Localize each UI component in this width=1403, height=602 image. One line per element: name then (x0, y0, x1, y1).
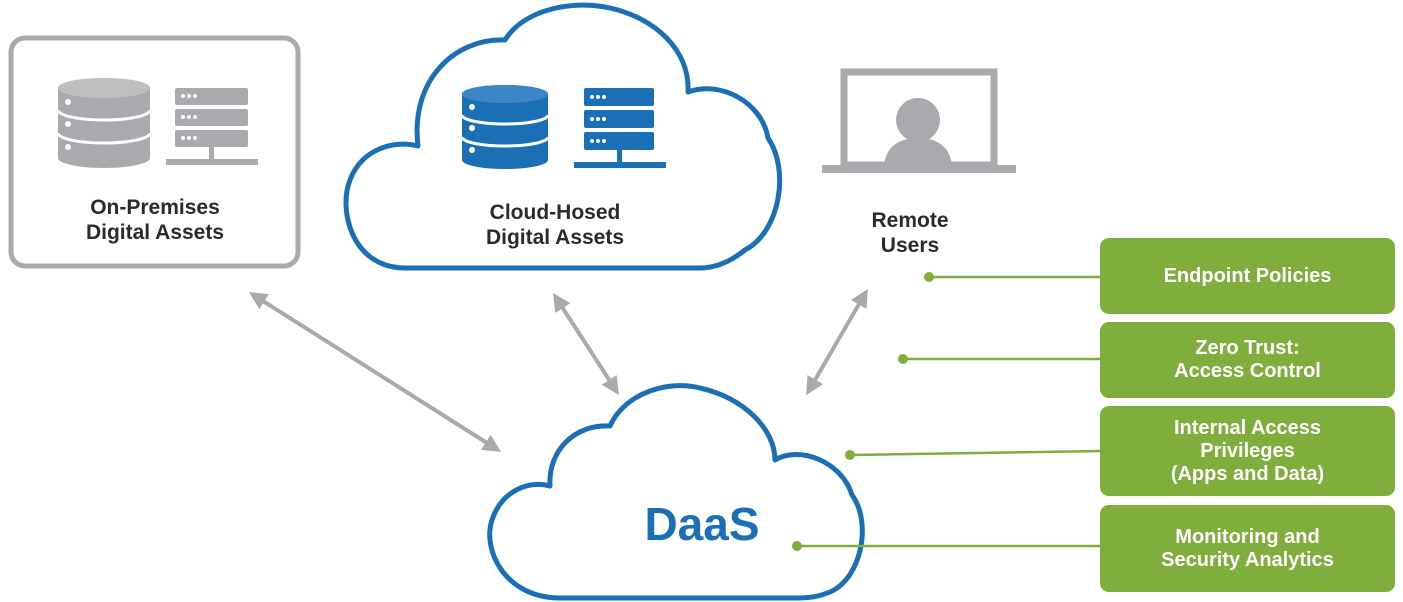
connector-internal-access (849, 449, 1102, 457)
arrow-cloud-daas (553, 292, 619, 396)
server-rack-icon (574, 88, 666, 168)
control-monitoring: Monitoring and Security Analytics (1100, 505, 1395, 592)
on-premises-label: On-Premises Digital Assets (85, 196, 225, 244)
database-icon (460, 85, 550, 169)
control-endpoint-policies: Endpoint Policies (1100, 238, 1395, 314)
control-internal-access: Internal Access Privileges (Apps and Dat… (1100, 406, 1395, 496)
cloud-hosted-label: Cloud-Hosed Digital Assets (485, 201, 625, 249)
laptop-user-icon (822, 68, 1016, 173)
database-icon (56, 78, 152, 168)
cloud-hosted-cloud (343, 2, 783, 271)
remote-users-label: Remote Users (871, 209, 949, 257)
arrow-onprem-daas (248, 292, 502, 452)
arrow-remote-daas (806, 288, 868, 396)
control-zero-trust: Zero Trust: Access Control (1100, 322, 1395, 398)
daas-cloud (487, 383, 865, 601)
server-rack-icon (166, 88, 258, 165)
daas-label: DaaS (644, 498, 760, 550)
